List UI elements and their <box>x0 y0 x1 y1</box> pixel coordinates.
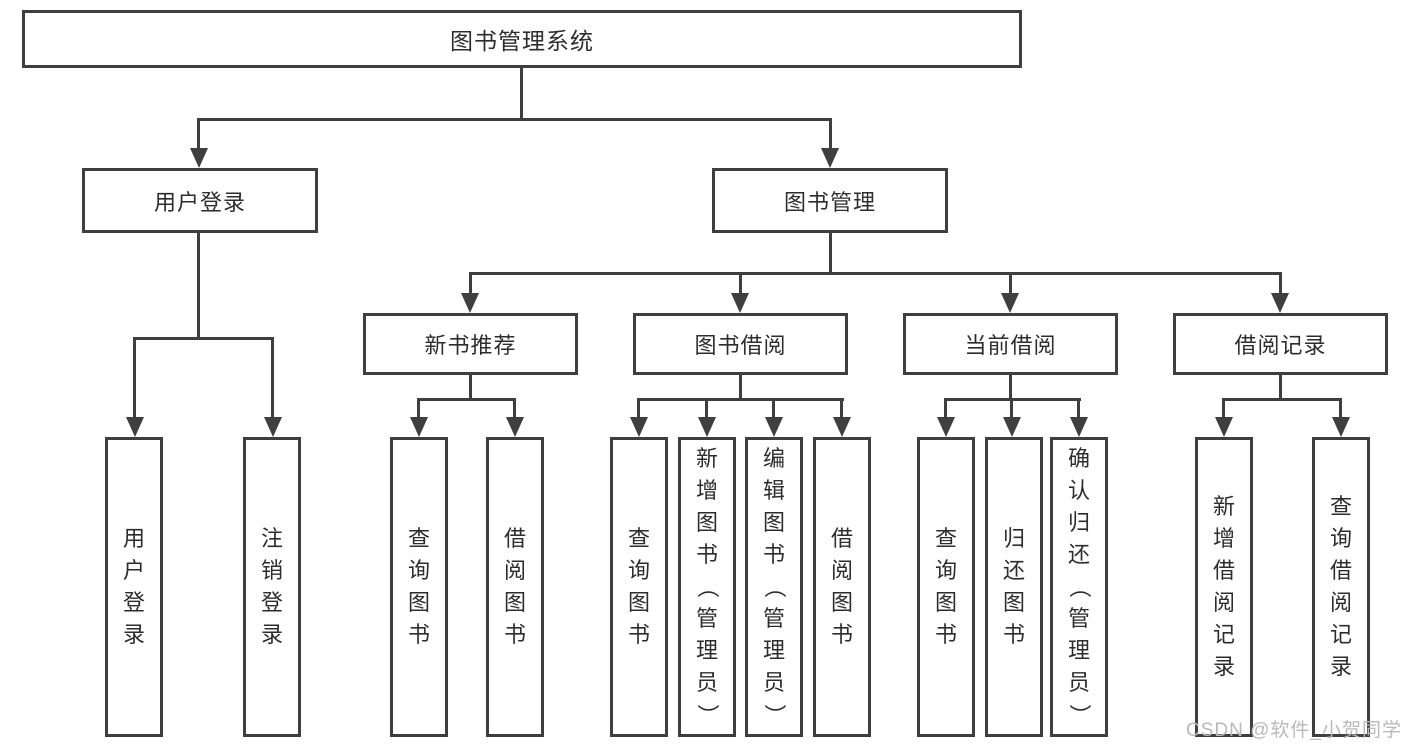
connector-line <box>271 337 274 419</box>
leaf-query-borrow-record: 查询借阅记录 <box>1312 437 1370 737</box>
node-root-system: 图书管理系统 <box>22 10 1022 68</box>
arrow-down-icon <box>410 417 428 437</box>
leaf-query-books-borrow: 查询图书 <box>610 437 668 737</box>
leaf-confirm-return-admin: 确认归还（管理员） <box>1050 437 1108 737</box>
connector-line <box>1222 398 1342 401</box>
arrow-down-icon <box>190 148 208 168</box>
arrow-down-icon <box>731 293 749 313</box>
connector-line <box>469 272 1282 275</box>
arrow-down-icon <box>126 417 144 437</box>
connector-line <box>1279 375 1282 401</box>
leaf-return-books: 归还图书 <box>985 437 1043 737</box>
connector-line <box>417 398 420 419</box>
arrow-down-icon <box>937 417 955 437</box>
csdn-watermark: CSDN @软件_小贺同学 <box>1186 720 1402 741</box>
connector-line <box>637 398 844 401</box>
connector-line <box>469 272 472 295</box>
leaf-logout: 注销登录 <box>243 437 301 737</box>
arrow-down-icon <box>1271 293 1289 313</box>
connector-line <box>133 337 136 419</box>
node-user-login: 用户登录 <box>82 168 318 233</box>
leaf-user-login: 用户登录 <box>105 437 163 737</box>
node-current-borrow: 当前借阅 <box>903 313 1118 375</box>
leaf-add-books-admin: 新增图书（管理员） <box>678 437 736 737</box>
leaf-query-books-recommend: 查询图书 <box>390 437 448 737</box>
connector-line <box>469 375 472 401</box>
connector-line <box>1222 398 1225 419</box>
connector-line <box>1009 375 1012 401</box>
connector-line <box>417 398 516 401</box>
connector-line <box>520 68 523 121</box>
connector-line <box>1009 272 1012 295</box>
leaf-query-books-current: 查询图书 <box>917 437 975 737</box>
connector-line <box>772 398 775 419</box>
arrow-down-icon <box>765 417 783 437</box>
connector-line <box>944 398 947 419</box>
connector-line <box>1279 272 1282 295</box>
arrow-down-icon <box>1332 417 1350 437</box>
leaf-borrow-books-recommend: 借阅图书 <box>486 437 544 737</box>
node-book-management: 图书管理 <box>712 168 948 233</box>
leaf-borrow-books: 借阅图书 <box>813 437 871 737</box>
connector-line <box>197 118 200 150</box>
connector-line <box>197 233 200 340</box>
arrow-down-icon <box>821 148 839 168</box>
connector-line <box>133 337 274 340</box>
connector-line <box>739 375 742 401</box>
node-new-book-recommend: 新书推荐 <box>363 313 578 375</box>
arrow-down-icon <box>1001 293 1019 313</box>
connector-line <box>1010 398 1013 419</box>
connector-line <box>637 398 640 419</box>
connector-line <box>840 398 843 419</box>
connector-line <box>513 398 516 419</box>
arrow-down-icon <box>1003 417 1021 437</box>
node-borrow-records: 借阅记录 <box>1173 313 1388 375</box>
arrow-down-icon <box>833 417 851 437</box>
connector-line <box>739 272 742 295</box>
arrow-down-icon <box>698 417 716 437</box>
connector-line <box>829 233 832 275</box>
connector-line <box>1339 398 1342 419</box>
connector-line <box>705 398 708 419</box>
connector-line <box>829 118 832 150</box>
arrow-down-icon <box>461 293 479 313</box>
connector-line <box>1077 398 1080 419</box>
leaf-add-borrow-record: 新增借阅记录 <box>1195 437 1253 737</box>
arrow-down-icon <box>264 417 282 437</box>
arrow-down-icon <box>1215 417 1233 437</box>
arrow-down-icon <box>506 417 524 437</box>
node-book-borrow: 图书借阅 <box>633 313 848 375</box>
arrow-down-icon <box>630 417 648 437</box>
connector-line <box>197 118 832 121</box>
arrow-down-icon <box>1070 417 1088 437</box>
leaf-edit-books-admin: 编辑图书（管理员） <box>745 437 803 737</box>
